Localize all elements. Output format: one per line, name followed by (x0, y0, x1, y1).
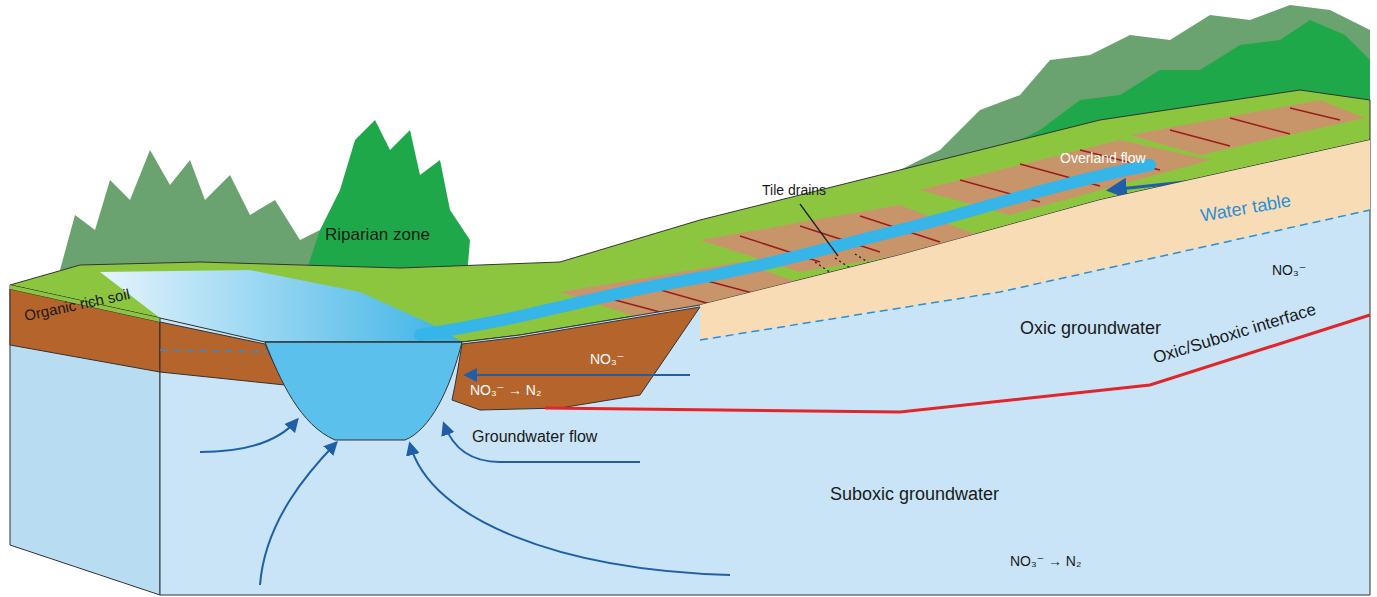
region-label: Riparian zone (325, 225, 430, 245)
side-face (10, 285, 160, 595)
organic-soil-left (160, 322, 285, 385)
part-label: Tile drains (762, 182, 826, 198)
unsaturated-zone (700, 140, 1370, 340)
chemical-label: NO₃⁻ (1272, 262, 1306, 278)
reaction-label: NO₃⁻ → N₂ (470, 382, 541, 398)
flow-label: Groundwater flow (472, 428, 597, 446)
chemical-label: NO₃⁻ (590, 351, 624, 367)
layer-label: Water table (1199, 190, 1293, 226)
stream-section (265, 342, 462, 440)
zone-label: Suboxic groundwater (830, 484, 999, 505)
organic-soil-right (452, 307, 700, 410)
reaction-label: NO₃⁻ → N₂ (1010, 553, 1081, 569)
zone-label: Oxic groundwater (1020, 318, 1161, 339)
interface-label: Oxic/Suboxic interface (1151, 300, 1318, 368)
flow-arrows (200, 375, 730, 585)
flow-label: Overland flow (1060, 150, 1146, 166)
soil-label: Organic rich soil (21, 285, 132, 325)
water-table-line (160, 210, 1370, 352)
front-face (160, 140, 1370, 595)
